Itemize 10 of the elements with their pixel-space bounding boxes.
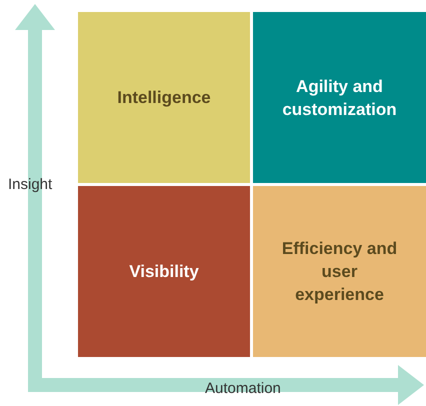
quadrant-title: Visibility [129,261,199,283]
quadrant-box [78,186,250,357]
axis-label: Insight [8,176,52,193]
quadrant-title: Intelligence [117,87,211,109]
quadrant-title: Efficiency and user experience [280,238,398,306]
quadrant-box [78,12,250,183]
axis-label: Automation [205,380,281,397]
quadrant-title: Agility and customization [281,76,398,120]
quadrant-box [253,12,426,183]
quadrant-box [253,186,426,357]
